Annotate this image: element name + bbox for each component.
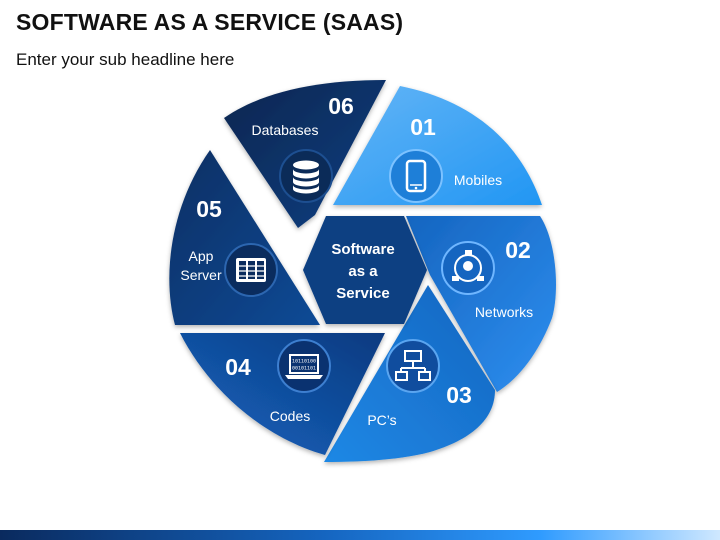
- server-rack-icon: [224, 243, 278, 297]
- segment-06-databases: 06 Databases: [224, 80, 386, 228]
- center-label-line3: Service: [336, 285, 389, 302]
- binary-code-line-2: 00101101: [292, 366, 316, 372]
- binary-code-line-1: 10110100: [292, 359, 316, 365]
- page-title: SOFTWARE AS A SERVICE (SAAS): [16, 9, 404, 35]
- segment-02-number: 02: [505, 237, 531, 263]
- segment-04-codes: 04 Codes 10110100 00101101: [180, 333, 385, 455]
- segment-05-label-line2: Server: [180, 267, 222, 283]
- pc-network-icon: [386, 339, 440, 393]
- segment-03-number: 03: [446, 382, 472, 408]
- segment-01-mobiles: 01 Mobiles: [333, 86, 542, 205]
- segment-06-number: 06: [328, 93, 354, 119]
- segment-01-number: 01: [410, 114, 436, 140]
- segment-02-label: Networks: [475, 304, 533, 320]
- center-label-line2: as a: [348, 263, 378, 280]
- bottom-gradient-bar: [0, 530, 720, 540]
- segment-05-label-line1: App: [189, 248, 214, 264]
- center-label-line1: Software: [331, 241, 394, 258]
- page-subtitle: Enter your sub headline here: [16, 50, 235, 69]
- segment-03-label: PC’s: [367, 412, 396, 428]
- network-globe-icon: [441, 241, 495, 295]
- segment-01-label: Mobiles: [454, 172, 502, 188]
- database-icon: [279, 149, 333, 203]
- segment-04-number: 04: [225, 354, 251, 380]
- center-hexagon: Software as a Service: [303, 216, 427, 324]
- segment-03-pcs: 03 PC’s: [324, 285, 495, 462]
- smartphone-icon: [389, 149, 443, 203]
- segment-05-app-server: 05 App Server: [169, 150, 320, 325]
- segment-06-label: Databases: [252, 122, 319, 138]
- segment-02-networks: 02 Networks: [406, 216, 556, 392]
- binary-code-laptop-icon: 10110100 00101101: [277, 339, 331, 393]
- segment-05-number: 05: [196, 196, 222, 222]
- segment-04-label: Codes: [270, 408, 310, 424]
